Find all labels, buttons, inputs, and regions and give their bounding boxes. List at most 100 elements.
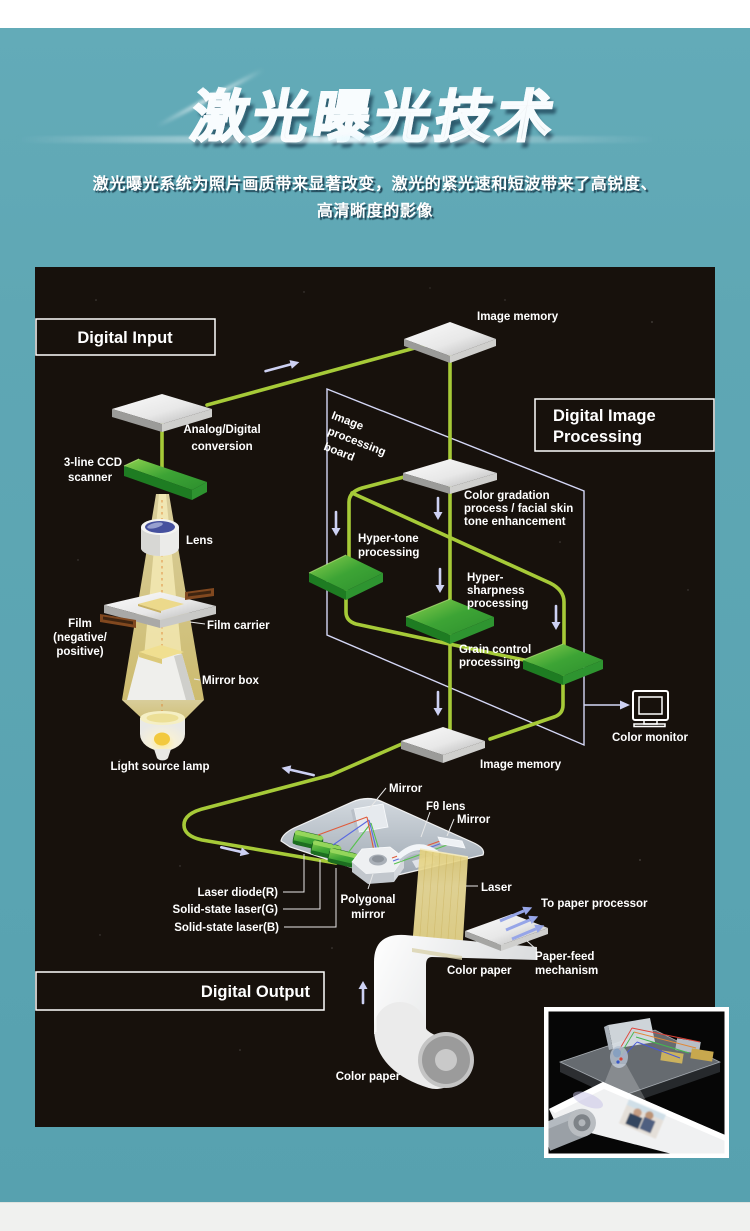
top-white-strip: [0, 0, 750, 28]
laser-curtain-stripes: [418, 850, 462, 955]
paper-feed-arrows: [499, 906, 545, 941]
curtain-paper-contact: [412, 948, 462, 960]
subtitle-line-1: 激光曝光系统为照片画质带来显著改变，激光的紧光速和短波带来了高锐度、: [92, 176, 658, 193]
bottom-white-strip: [0, 1202, 750, 1231]
arrow-down-hypertone: [331, 510, 341, 536]
grain-control-platform: [522, 643, 603, 685]
ccd-scanner-label-2: scanner: [68, 472, 113, 484]
digital-input-box: [35, 318, 216, 356]
digital-image-processing-label-1: Digital Image: [553, 407, 656, 425]
to-paper-processor-label: To paper processor: [541, 898, 648, 910]
paper-feed-label-2: mechanism: [535, 965, 598, 977]
data-path-wires: [160, 341, 566, 865]
leader-solid-state-b: [284, 868, 337, 928]
beam-red-diode-to-mirror: [317, 816, 368, 836]
mirror-right-slab: [437, 836, 466, 849]
laser-diode-r-label: Laser diode(R): [197, 887, 278, 899]
film-label-2: (negative/: [53, 632, 107, 644]
wire-graincontrol-to-memory: [488, 670, 565, 741]
digital-output-box: [35, 971, 325, 1011]
arrow-down-graincontrol: [551, 604, 561, 630]
light-source-lamp: [140, 711, 185, 761]
grain-control-label-2: processing: [459, 657, 520, 669]
mirror-box-label: Mirror box: [202, 675, 259, 687]
color-paper-assembly: [374, 934, 537, 1089]
photo-inset-image: [548, 1011, 725, 1154]
leader-film-carrier: [189, 621, 206, 625]
polygonal-mirror-label-1: Polygonal: [341, 894, 396, 906]
arrow-down-hypersharpness: [435, 567, 445, 593]
wire-memory-to-laser-unit: [182, 741, 406, 865]
analog-digital-label-2: conversion: [191, 441, 252, 453]
image-processing-board-outline: [326, 387, 585, 747]
wire-diagonal-to-graincontrol: [350, 491, 566, 652]
hyper-sharpness-platform: [405, 598, 494, 644]
flow-arrows: [220, 360, 630, 1005]
image-memory-top-label: Image memory: [477, 311, 559, 323]
film-carrier-label: Film carrier: [207, 620, 270, 632]
digital-image-processing-box: [534, 398, 715, 452]
color-paper-bottom-label: Color paper: [336, 1071, 401, 1083]
subtitle-line-2: 高清晰度的影像: [316, 203, 434, 220]
analog-digital-label-1: Analog/Digital: [183, 424, 260, 436]
color-gradation-platform: [403, 459, 497, 494]
color-gradation-label-3: tone enhancement: [464, 516, 566, 528]
leader-polygonal-mirror: [367, 873, 374, 890]
section-boxes: Digital Input Digital Image Processing D…: [35, 318, 715, 1011]
color-monitor-label: Color monitor: [612, 732, 689, 744]
hyper-tone-platform: [308, 554, 383, 600]
leader-mirror-box: [193, 678, 201, 681]
lens: [141, 519, 179, 556]
hyper-sharpness-label-2: sharpness: [467, 585, 525, 597]
wire-ad-to-image-memory: [205, 341, 435, 407]
analog-digital-platform: [112, 394, 212, 432]
leader-laser-diode-r: [283, 854, 305, 893]
film-label-1: Film: [68, 618, 92, 630]
ccd-scanner-label-1: 3-line CCD: [64, 457, 122, 469]
wire-hypertone-to-graincontrol: [344, 584, 554, 668]
film-grain-specks: [77, 287, 689, 1051]
laser-label: Laser: [481, 882, 512, 894]
arrow-return-right: [220, 846, 250, 857]
leader-paper-feed: [526, 940, 538, 951]
photo-inset: [544, 1007, 729, 1158]
scanner-column: [100, 458, 216, 761]
beam-red-mirror-to-polygon: [366, 816, 375, 852]
leader-f-theta: [420, 811, 431, 838]
color-gradation-label-2: process / facial skin: [464, 503, 573, 515]
color-gradation-label-1: Color gradation: [464, 490, 550, 502]
color-paper-mid-label: Color paper: [447, 965, 512, 977]
hyper-tone-label-1: Hyper-tone: [358, 533, 419, 545]
ccd-scanner-slab: [123, 458, 207, 500]
image-memory-bottom-platform: [401, 727, 485, 763]
color-monitor-icon: [632, 690, 669, 728]
solid-state-laser-g-label: Solid-state laser(G): [173, 904, 279, 916]
leader-solid-state-g: [283, 860, 321, 910]
solid-state-laser-b-label: Solid-state laser(B): [174, 922, 279, 934]
solid-state-laser-b: [327, 848, 359, 868]
leader-mirror-top: [368, 787, 387, 810]
digital-output-label: Digital Output: [201, 983, 311, 1001]
image-memory-top-platform: [404, 322, 496, 363]
digital-input-label: Digital Input: [77, 329, 173, 347]
mirror-right-label: Mirror: [457, 814, 491, 826]
printed-photo: [618, 1099, 666, 1139]
mirror-box: [127, 645, 195, 700]
film-label-3: positive): [56, 646, 103, 658]
hyper-sharpness-label-3: processing: [467, 598, 528, 610]
film-carrier: [100, 588, 216, 628]
arrow-down-gradation: [433, 496, 443, 520]
beam-green-diode-to-mirror: [347, 822, 372, 854]
arrow-paper-up: [358, 981, 368, 1005]
polygonal-mirror-label-2: mirror: [351, 909, 385, 921]
f-theta-lens-label: Fθ lens: [426, 801, 465, 813]
arrow-return-left: [281, 765, 315, 777]
beam-blue-mirror-to-polygon: [368, 819, 378, 853]
arrow-down-imagememory: [433, 690, 443, 716]
paper-feed-mechanism: [465, 906, 548, 951]
hyper-sharpness-label-1: Hyper-: [467, 572, 504, 584]
laser-curtain: [412, 849, 468, 956]
laser-exposure-unit: [280, 797, 485, 956]
